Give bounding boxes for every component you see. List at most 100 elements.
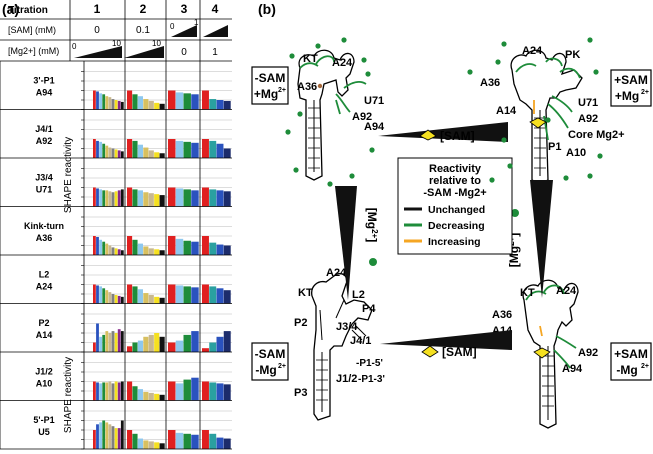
svg-text:A24: A24 — [332, 57, 353, 69]
mg-ion-dot — [563, 175, 569, 181]
reactivity-bar — [168, 139, 176, 158]
svg-text:J3/4: J3/4 — [336, 321, 358, 333]
reactivity-bar — [159, 195, 165, 207]
reactivity-bar — [202, 139, 209, 158]
reactivity-bar — [111, 99, 115, 110]
svg-text:KT: KT — [303, 53, 318, 65]
reactivity-bar — [175, 92, 184, 110]
reactivity-bar — [127, 139, 133, 158]
state-box-tr: +SAM +Mg 2+ — [610, 69, 652, 107]
reactivity-bar — [202, 236, 209, 255]
reactivity-bar — [96, 236, 99, 255]
reactivity-bar — [102, 288, 106, 304]
reactivity-bar — [143, 192, 149, 207]
reactivity-bar — [183, 334, 191, 352]
reactivity-bar — [143, 391, 149, 401]
reactivity-bar — [159, 250, 165, 255]
mg-value-3: 0 — [181, 47, 187, 58]
reactivity-bar — [132, 433, 138, 449]
mg-ion-dots — [285, 37, 603, 187]
row-label-residue: A92 — [36, 136, 53, 146]
svg-text:A92: A92 — [578, 347, 598, 359]
reactivity-bar — [209, 382, 217, 401]
mg-ramp-1-start: 0 — [72, 42, 77, 51]
reactivity-bar — [102, 190, 106, 207]
reactivity-bar — [105, 331, 109, 352]
reactivity-bar — [132, 189, 138, 207]
reactivity-bar — [143, 99, 149, 110]
reactivity-bar — [191, 331, 199, 352]
reactivity-bar — [132, 286, 138, 304]
reactivity-bar — [223, 438, 231, 449]
reactivity-bar — [120, 381, 124, 401]
reactivity-bar — [120, 420, 124, 449]
reactivity-bar — [168, 90, 176, 110]
panel-a-label: (a) — [2, 1, 19, 17]
reactivity-bar — [96, 188, 99, 207]
reactivity-bar — [108, 147, 112, 158]
reactivity-bar — [102, 94, 106, 110]
rna-structure-tr — [510, 49, 583, 185]
reactivity-bar — [223, 100, 231, 110]
reactivity-bar — [191, 434, 199, 449]
svg-text:P1: P1 — [548, 141, 561, 153]
mg-ion-dot — [593, 69, 599, 75]
row-label-site: J4/1 — [35, 124, 53, 134]
reactivity-bar — [127, 284, 133, 304]
mg-ion-dot — [587, 173, 593, 179]
reactivity-bar — [223, 290, 231, 304]
reactivity-bar — [216, 383, 224, 401]
svg-text:-Mg: -Mg — [616, 363, 637, 377]
svg-text:2+: 2+ — [641, 89, 649, 96]
mg-ion-dot — [293, 167, 299, 173]
reactivity-bar — [154, 333, 160, 352]
mg-ion-dot — [587, 37, 593, 43]
column-4-label: 4 — [212, 2, 219, 16]
rna-structure-tl — [297, 49, 367, 181]
panel-b-label: (b) — [258, 1, 276, 17]
reactivity-bar — [114, 191, 118, 207]
svg-text:A94: A94 — [562, 363, 583, 375]
reactivity-bar — [108, 191, 112, 207]
reactivity-bar — [114, 100, 118, 110]
reactivity-bar — [159, 103, 165, 110]
reactivity-bar — [111, 331, 115, 352]
mg-ion-dot — [495, 59, 501, 65]
reactivity-bar — [120, 189, 124, 207]
reactivity-bar — [111, 383, 115, 401]
mg-ion-dot — [361, 57, 367, 63]
column-1-label: 1 — [94, 2, 101, 16]
reactivity-bar — [108, 424, 112, 449]
reactivity-bar — [183, 93, 191, 110]
svg-text:U71: U71 — [578, 97, 598, 109]
svg-text:2+: 2+ — [278, 87, 286, 94]
reactivity-bar — [117, 329, 121, 352]
reactivity-bar — [132, 94, 138, 110]
reactivity-bar — [102, 420, 106, 449]
shape-reactivity-rows: 3'-P1A94J4/1A92J3/4U71Kink-turnA36L2A24P… — [0, 61, 232, 450]
reactivity-bar — [191, 142, 199, 158]
reactivity-bar — [99, 383, 102, 401]
reactivity-bar — [143, 246, 149, 255]
svg-text:L2: L2 — [352, 289, 365, 301]
mg-ion-dot — [507, 163, 513, 169]
mg-ramp-2-end: 10 — [152, 39, 161, 48]
sam-value-2: 0.1 — [136, 25, 150, 36]
sam-ramp-3 — [171, 25, 197, 37]
mg-row-label: [Mg2+] (mM) — [8, 46, 59, 56]
sam-ligand-icon-top — [419, 129, 437, 141]
reactivity-bar — [114, 149, 118, 158]
reactivity-bar — [175, 432, 184, 449]
svg-text:A92: A92 — [352, 111, 372, 123]
reactivity-bar — [93, 90, 96, 110]
row-label-residue: A94 — [36, 87, 53, 97]
reactivity-bar — [168, 187, 176, 207]
reactivity-bar — [127, 430, 133, 449]
reactivity-bar — [223, 148, 231, 158]
rna-structure-br — [522, 279, 579, 429]
mg-ion-dot — [597, 153, 603, 159]
y-axis-title-bottom: SHAPE reactivity — [63, 357, 74, 433]
reactivity-bar — [93, 381, 96, 401]
